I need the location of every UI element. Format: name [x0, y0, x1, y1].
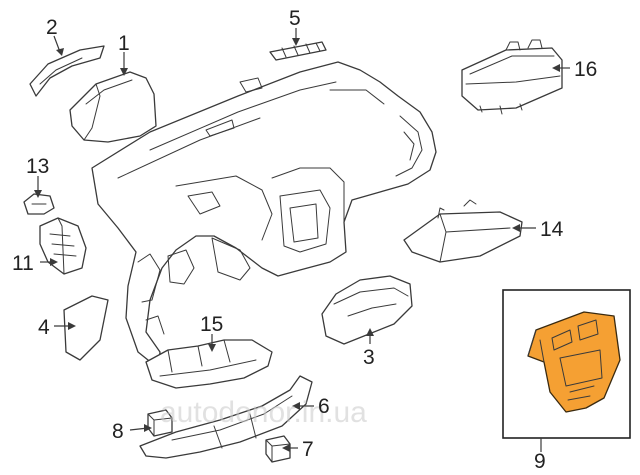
callout-13: 13: [26, 155, 49, 178]
callout-16: 16: [574, 58, 597, 81]
callout-1: 1: [118, 32, 130, 55]
part-7-switch: [265, 435, 291, 463]
callout-7: 7: [302, 438, 314, 461]
part-15-lower-bracket: [145, 339, 273, 389]
callout-2: 2: [46, 16, 58, 39]
part-9-center-panel: [527, 311, 621, 413]
part-4-side-cover: [63, 295, 109, 361]
callout-numbers: 1 2 5 16 13 11 4 14 15 3 6 8 7 9: [12, 7, 597, 473]
part-2-side-trim: [29, 45, 105, 97]
callout-14: 14: [540, 218, 564, 241]
callout-6: 6: [318, 395, 330, 418]
part-13-clip: [23, 193, 55, 215]
callout-11: 11: [12, 252, 34, 275]
part-3-cluster-lid: [321, 275, 413, 345]
callout-3: 3: [363, 346, 375, 369]
arrowheads: [34, 38, 560, 452]
callout-9: 9: [534, 450, 546, 473]
part-11-side-vent: [39, 217, 87, 275]
part-14-glove-box: [403, 199, 523, 263]
callout-4: 4: [38, 316, 50, 339]
watermark-text: autodonor.in.ua: [160, 396, 367, 429]
callout-8: 8: [112, 420, 124, 443]
callout-5: 5: [289, 7, 301, 30]
instrument-panel: [91, 61, 437, 369]
part-6-lower-cover: [139, 375, 313, 459]
part-16-airbag-module: [461, 39, 563, 115]
part-9-inset: [502, 289, 631, 439]
callout-15: 15: [200, 313, 223, 336]
part-5-defroster-grille: [269, 41, 327, 61]
part-1-meter-hood: [69, 71, 157, 143]
